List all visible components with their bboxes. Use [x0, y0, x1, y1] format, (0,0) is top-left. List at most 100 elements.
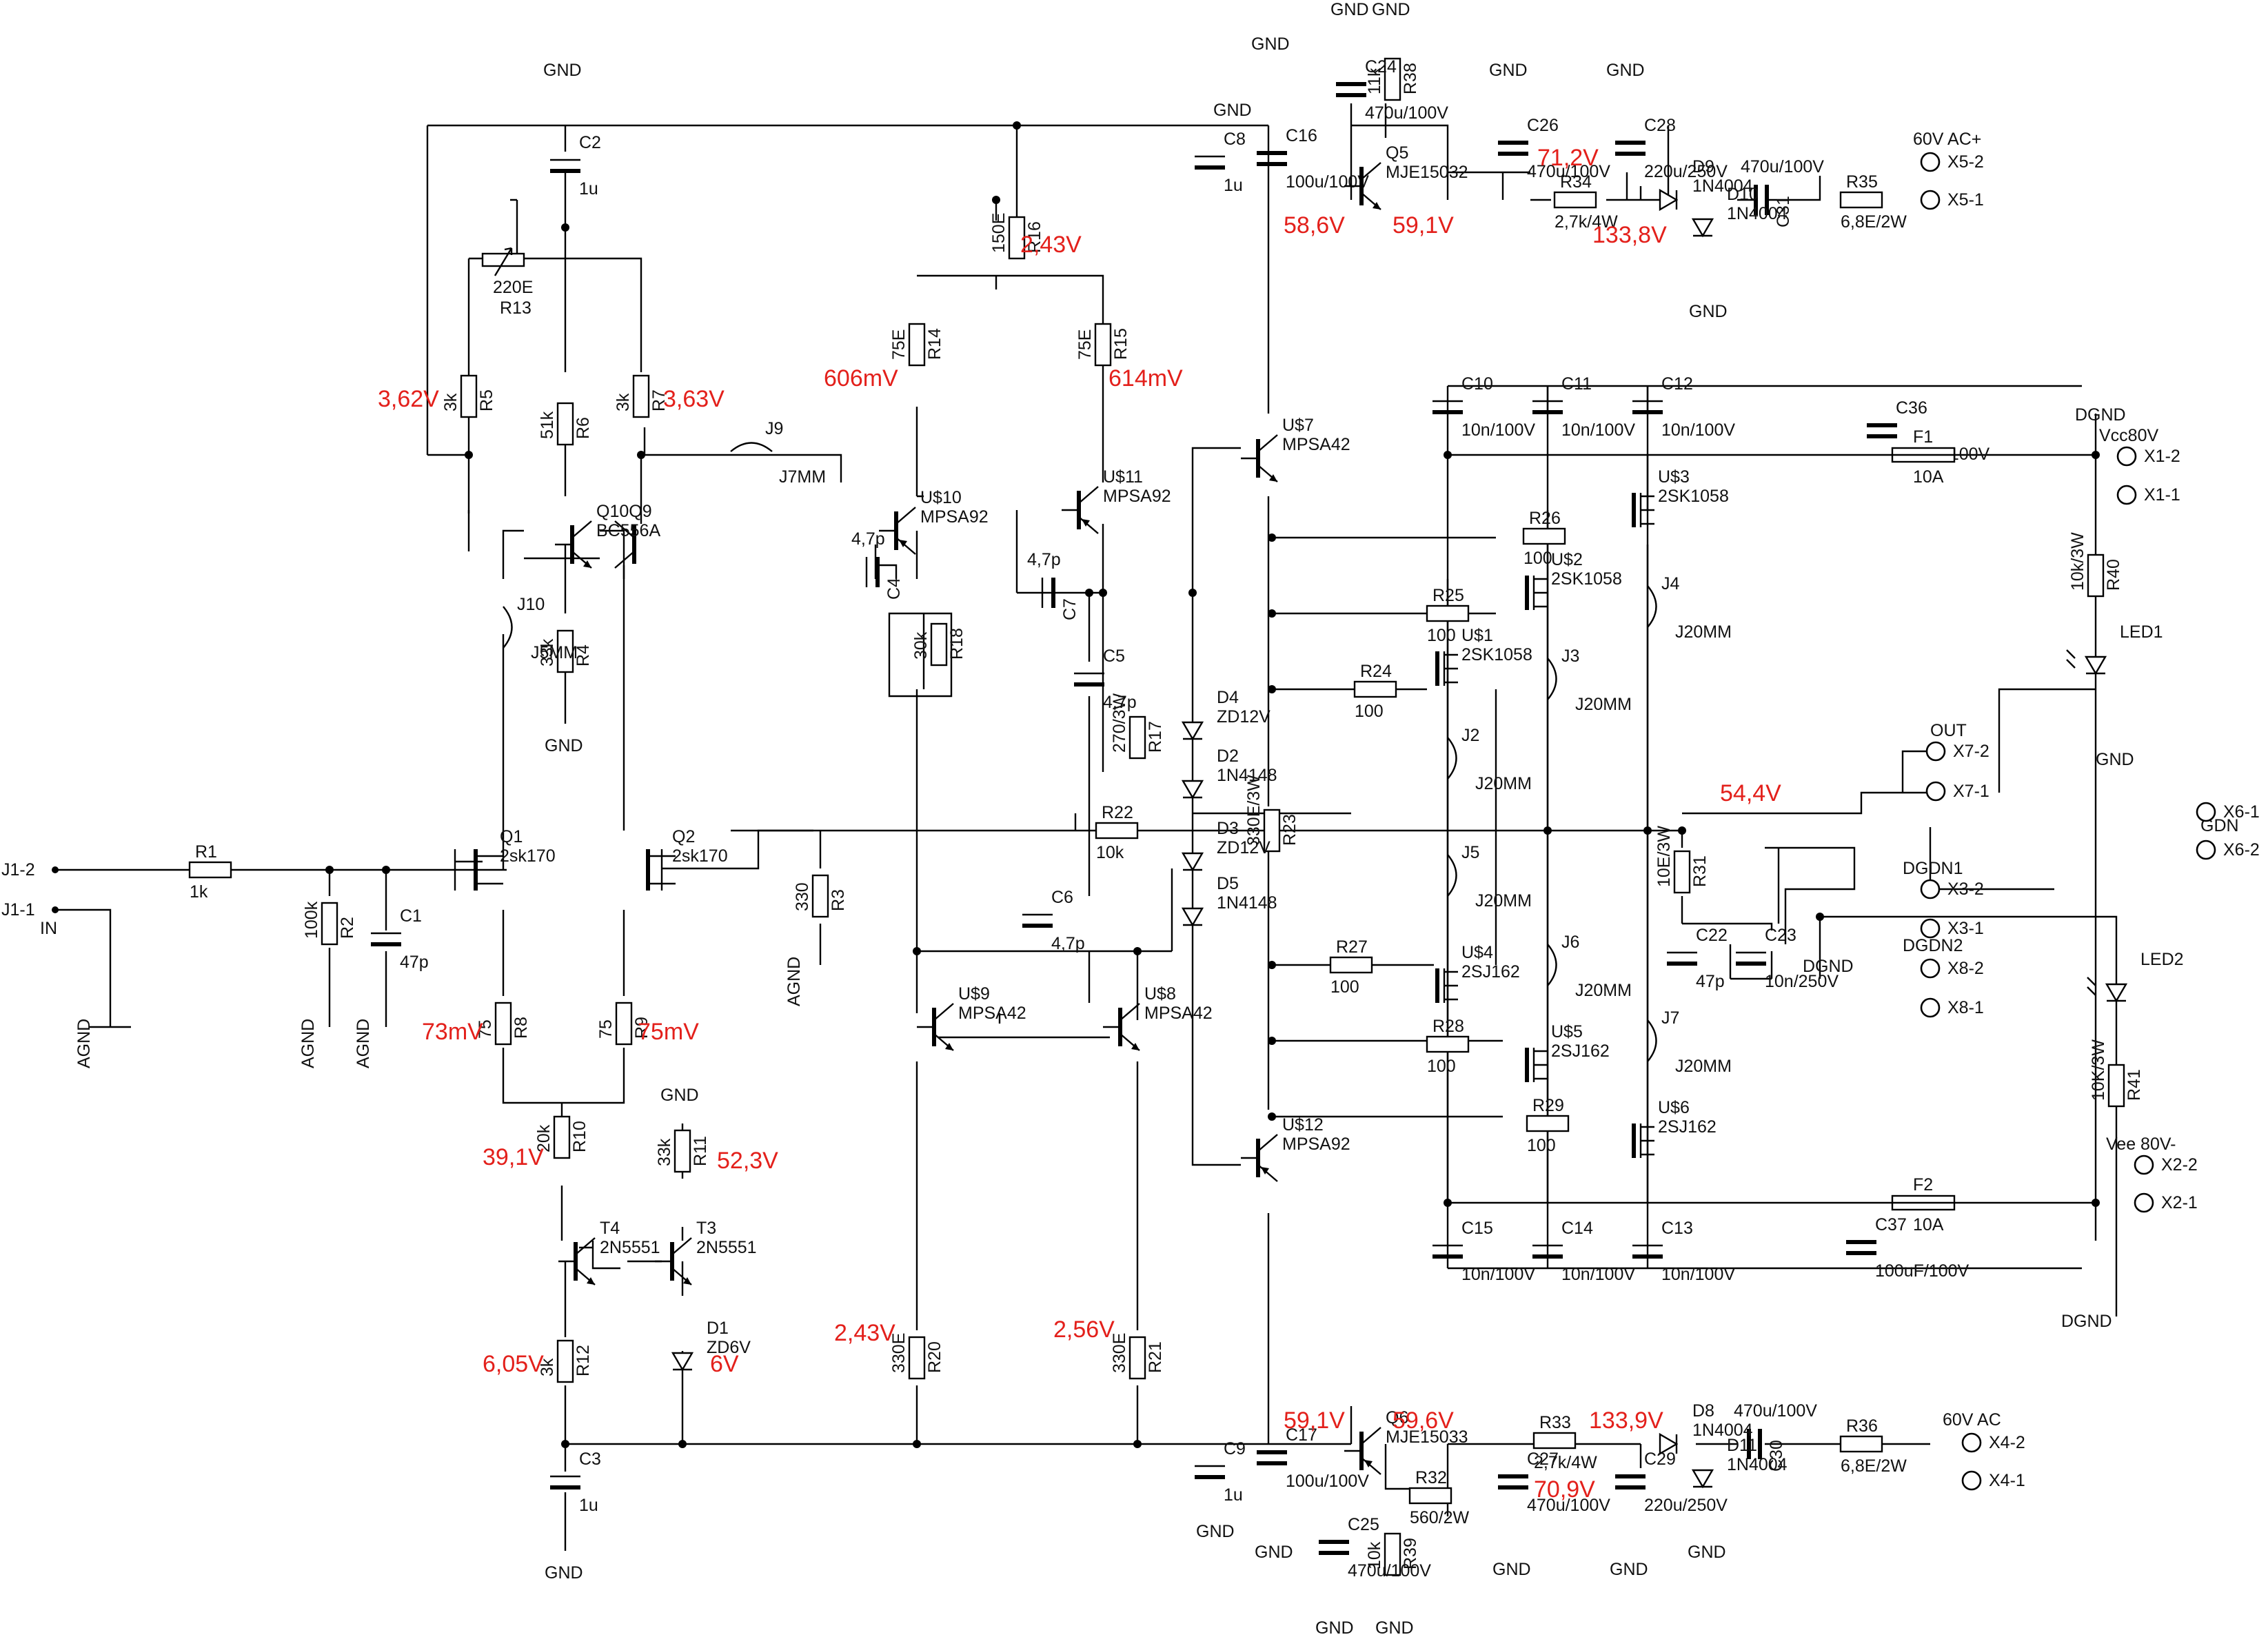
- semiconductor-ref: D9: [1692, 157, 1714, 176]
- semiconductor-ref: D10: [1727, 185, 1759, 204]
- terminal-x7-2[interactable]: [1925, 741, 1946, 762]
- capacitor-ref: C1: [400, 906, 422, 926]
- resistor-ref: R7: [649, 389, 669, 411]
- resistor-value: 2,7k/4W: [1534, 1453, 1597, 1472]
- semiconductor-ref: U$1: [1461, 626, 1493, 645]
- gnd-label: GND: [1492, 1560, 1531, 1579]
- junction-dot: [382, 866, 390, 874]
- semiconductor-value: 2SJ162: [1551, 1041, 1610, 1061]
- semiconductor-value: 2SK1058: [1461, 645, 1532, 664]
- capacitor-value: 220u/250V: [1644, 1496, 1728, 1515]
- resistor-ref: R18: [947, 628, 966, 660]
- capacitor-ref: C30: [1767, 1440, 1786, 1472]
- capacitor-ref: C24: [1365, 57, 1397, 77]
- dgnd-label: DGND: [1803, 957, 1854, 976]
- junction-dot: [1268, 961, 1276, 969]
- junction-dot: [678, 1440, 687, 1448]
- capacitor-value: 10n/100V: [1461, 1265, 1535, 1284]
- terminal-x1-2[interactable]: [2116, 446, 2137, 467]
- gnd-label: GND: [1610, 1560, 1648, 1579]
- capacitor-ref: C17: [1286, 1425, 1317, 1445]
- resistor-ref: R27: [1336, 937, 1368, 957]
- semiconductor-ref: T3: [696, 1219, 716, 1238]
- junction-dot: [1188, 589, 1197, 597]
- capacitor-value: 10n/100V: [1561, 1265, 1635, 1284]
- capacitor-ref: C6: [1051, 888, 1073, 907]
- junction-dot: [1816, 913, 1824, 921]
- semiconductor-value: 1N4004: [1727, 204, 1788, 223]
- terminal-x6-2[interactable]: [2196, 840, 2216, 860]
- semiconductor-ref: LED2: [2140, 950, 2184, 969]
- dgnd-label: DGND: [2061, 1312, 2112, 1331]
- gnd-label: GND: [1489, 61, 1528, 80]
- agnd-label: AGND: [298, 1019, 318, 1068]
- terminal-x3-1[interactable]: [1920, 918, 1941, 939]
- terminal-x7-1[interactable]: [1925, 781, 1946, 802]
- semiconductor-value: 1N4148: [1217, 766, 1277, 785]
- semiconductor-ref: Q5: [1386, 143, 1408, 163]
- junction-dot: [1678, 826, 1686, 835]
- semiconductor-ref: D1: [707, 1319, 729, 1338]
- resistor-value: 20k: [534, 1124, 554, 1152]
- semiconductor-ref: Q2: [672, 827, 695, 846]
- jumper-ref: J9: [765, 419, 783, 438]
- semiconductor-value: MPSA42: [1144, 1004, 1213, 1023]
- junction-dot: [1085, 589, 1093, 597]
- capacitor-value: 220u/250V: [1644, 162, 1728, 181]
- terminal-x5-2[interactable]: [1920, 152, 1941, 172]
- junction-dot: [2092, 451, 2100, 459]
- capacitor-value: 1u: [1224, 1485, 1243, 1505]
- terminal-x4-1[interactable]: [1961, 1470, 1982, 1491]
- voltage-measurement: 614mV: [1108, 365, 1183, 392]
- terminal-x5-1[interactable]: [1920, 190, 1941, 210]
- junction-dot: [1643, 826, 1652, 835]
- terminal-x8-1[interactable]: [1920, 997, 1941, 1018]
- resistor-value: 100: [1523, 549, 1552, 568]
- capacitor-c7: C74,7p: [1027, 550, 1080, 620]
- connector-title-60v-ac-plus: 60V AC+: [1913, 130, 1981, 149]
- semiconductor-ref: D4: [1217, 688, 1239, 707]
- terminal-x6-1[interactable]: [2196, 802, 2216, 822]
- resistor-value: 51k: [538, 411, 557, 439]
- terminal-x1-1[interactable]: [2116, 485, 2137, 505]
- junction-dot: [1133, 1440, 1142, 1448]
- semiconductor-value: 2SJ162: [1461, 962, 1520, 982]
- terminal-x3-2[interactable]: [1920, 879, 1941, 899]
- capacitor-c6: C64,7p: [1022, 888, 1085, 953]
- resistor-value: 1k: [190, 882, 208, 902]
- gnd-label: GND: [1689, 302, 1728, 321]
- terminal-x2-1[interactable]: [2134, 1192, 2154, 1213]
- semiconductor-ref: D8: [1692, 1401, 1714, 1421]
- terminal-x4-2[interactable]: [1961, 1432, 1982, 1453]
- terminal-label: X4-2: [1989, 1433, 2025, 1452]
- resistor-value: 10k: [1365, 1541, 1384, 1569]
- voltage-measurement: 3,62V: [378, 386, 439, 412]
- terminal-x8-2[interactable]: [1920, 958, 1941, 979]
- terminal-x2-2[interactable]: [2134, 1155, 2154, 1175]
- capacitor-ref: C9: [1224, 1439, 1246, 1458]
